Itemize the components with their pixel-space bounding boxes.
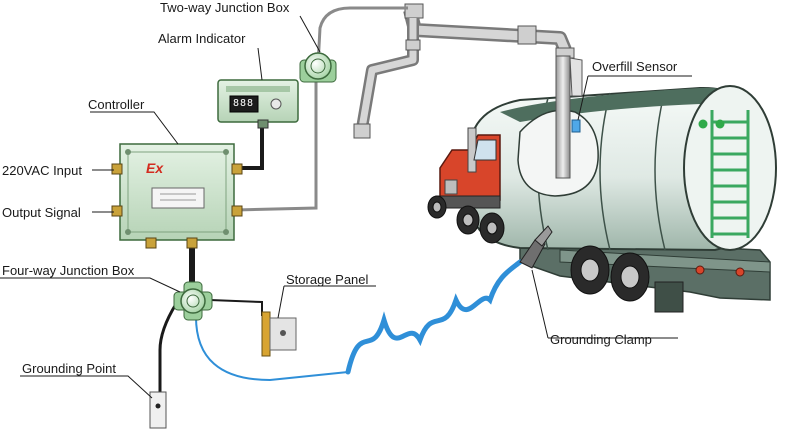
truck-cab: [435, 127, 501, 209]
label-alarm-indicator: Alarm Indicator: [158, 31, 246, 46]
cable-fourway-to-storage: [209, 299, 263, 316]
label-controller: Controller: [88, 97, 145, 112]
label-four-way-junction-box: Four-way Junction Box: [2, 263, 135, 278]
grounding-point: [149, 391, 167, 429]
cable-junction-to-controller: [235, 80, 318, 212]
alarm-display-digits: 888: [233, 98, 255, 109]
leader-lines: [0, 15, 692, 399]
cable-alarm-to-controller: [236, 122, 264, 170]
tank-indicator-dot: [698, 119, 708, 129]
label-storage-panel: Storage Panel: [286, 272, 369, 287]
label-output-signal: Output Signal: [2, 205, 81, 220]
coiled-grounding-cable: [345, 259, 523, 375]
grounding-clamp: [519, 225, 553, 269]
overfill-sensor-probe: [571, 119, 581, 133]
cable-fourway-to-clamp: [194, 314, 349, 382]
mud-flap: [654, 281, 684, 313]
tank-ladder: [710, 110, 750, 238]
tank-band: [654, 89, 666, 251]
two-way-junction-box: [299, 52, 337, 83]
label-overfill-sensor: Overfill Sensor: [592, 59, 678, 74]
label-grounding-clamp: Grounding Clamp: [550, 332, 652, 347]
tank-band: [599, 92, 611, 251]
alarm-indicator: [217, 79, 299, 129]
tail-light: [695, 265, 705, 275]
trailer-rail: [559, 249, 771, 273]
label-two-way-junction-box: Two-way Junction Box: [160, 0, 290, 15]
tank-indicator-dot: [715, 119, 725, 129]
storage-panel: [261, 311, 297, 357]
cable-fourway-to-ground: [158, 303, 178, 400]
truck-wheels: [427, 195, 650, 302]
tank-end-cap: [683, 85, 777, 251]
loading-arm: [353, 3, 583, 179]
tail-light: [735, 267, 745, 277]
four-way-junction-box: [173, 281, 213, 321]
controller-box: [111, 143, 243, 249]
tanker-truck: [427, 85, 777, 313]
label-grounding-point: Grounding Point: [22, 361, 116, 376]
label-220vac-input: 220VAC Input: [2, 163, 82, 178]
controller-ex-mark: Ex: [146, 160, 164, 176]
cable-junction-to-arm: [316, 6, 408, 66]
